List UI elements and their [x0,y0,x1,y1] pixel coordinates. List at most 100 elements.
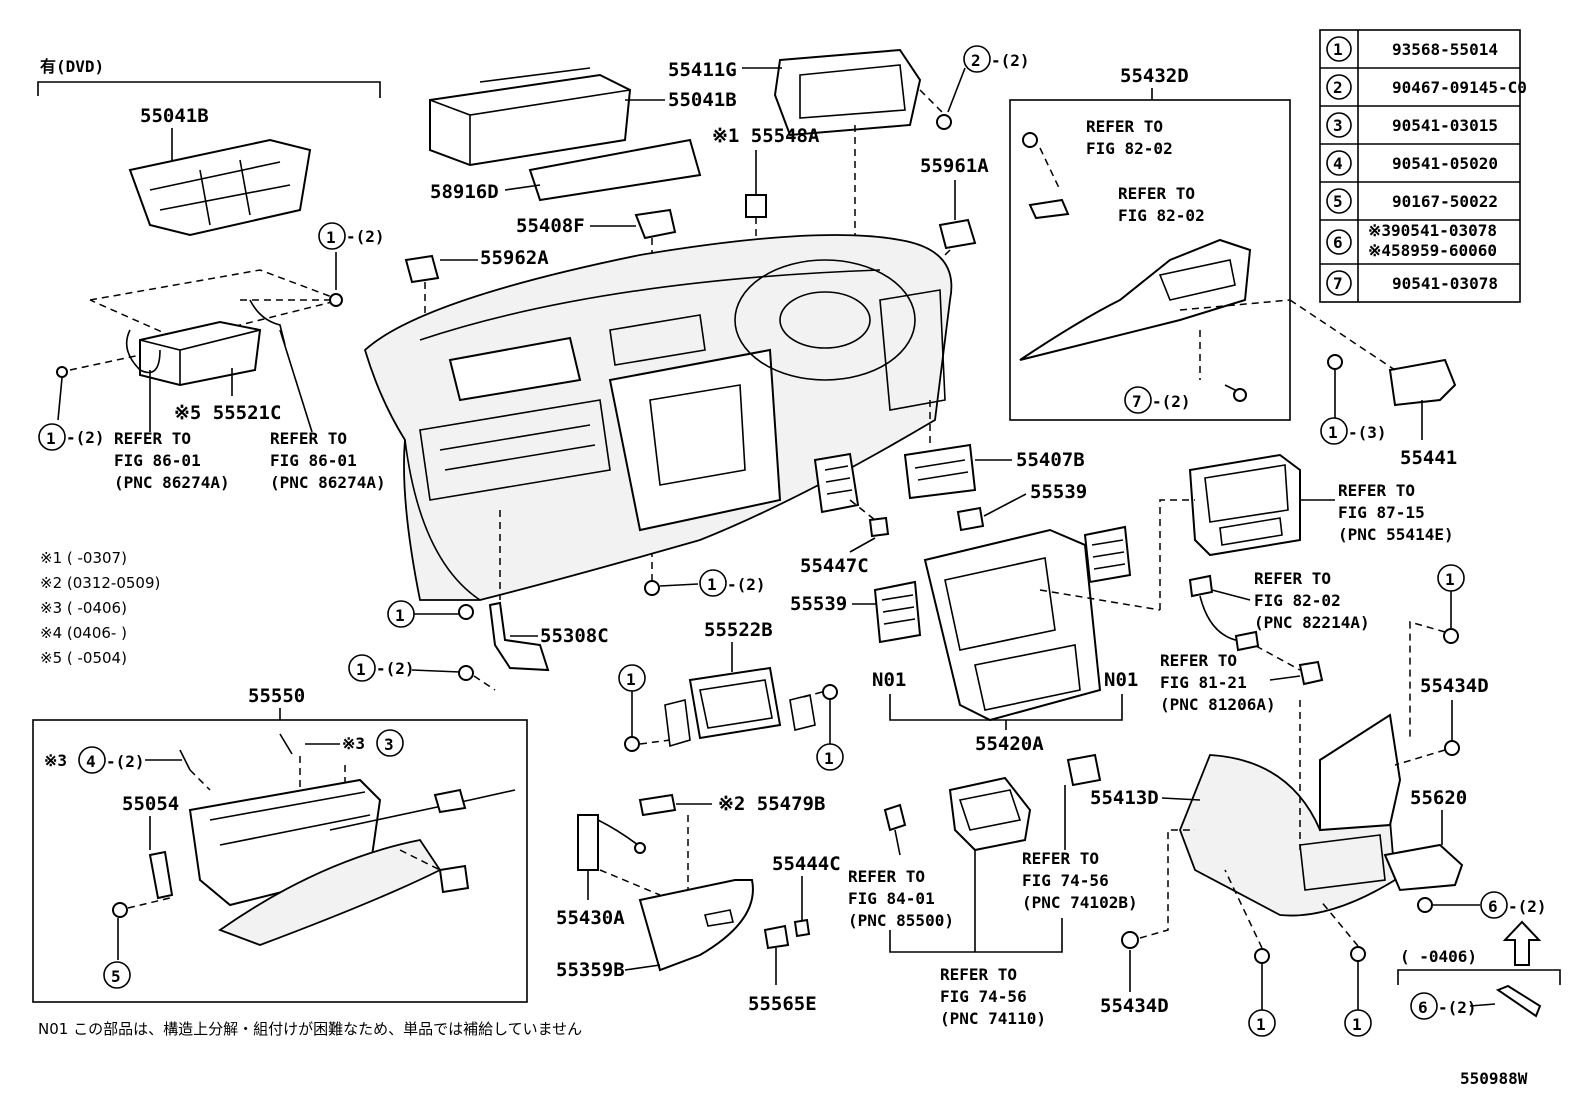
svg-text:(PNC 86274A): (PNC 86274A) [114,473,230,492]
part-55961A [938,218,977,250]
svg-text:REFER TO: REFER TO [114,429,191,448]
label-55961A: 55961A [920,155,989,177]
label-55479B: ※2 55479B [718,793,825,815]
svg-text:(PNC 85500): (PNC 85500) [848,911,954,930]
part-55408F [634,208,677,240]
footnote: N01 この部品は、構造上分解・組付けが困難なため、単品では補給していません [38,1020,582,1038]
callout-3: ※3 3 [342,729,404,757]
svg-text:5: 5 [111,967,121,986]
callout-1-55308C-b: 1 -(2) [348,654,415,682]
diagram-id: 550988W [1460,1069,1528,1088]
label-55444C: 55444C [772,853,841,875]
part-55420A [923,528,1102,722]
label-55407B: 55407B [1016,449,1085,471]
svg-text:1: 1 [1328,423,1338,442]
callout-6-b: 6 -(2) [1410,992,1477,1020]
part-55565E [763,924,790,950]
box-55550 [32,719,528,1003]
callout-1-dvd-a: 1 -(2) [318,222,385,250]
callout-1-bottom-b: 1 [1344,1009,1372,1037]
legend-part-number: ※390541-03078 [1368,221,1497,240]
part-74102B [1066,753,1102,787]
legend-num-1 [1326,36,1352,62]
part-glove-door [218,838,442,946]
legend-num-6 [1326,229,1352,255]
legend-num-5 [1326,188,1352,214]
legend-part-number: 90467-09145-C0 [1392,78,1527,97]
svg-text:REFER TO: REFER TO [1118,184,1195,203]
legend-part-number: ※458959-60060 [1368,241,1497,260]
svg-text:FIG 86-01: FIG 86-01 [270,451,357,470]
label-55441: 55441 [1400,447,1457,469]
callout-1-55522B-b: 1 [816,743,844,771]
dashboard-panel [363,234,953,601]
svg-text:4: 4 [86,752,96,771]
part-55432D [1019,238,1252,361]
part-55620 [1383,843,1464,892]
svg-text:FIG 74-56: FIG 74-56 [940,987,1027,1006]
label-55408F: 55408F [516,215,585,237]
svg-text:1: 1 [707,575,717,594]
svg-text:※3: ※3 [44,751,67,770]
label-58916D: 58916D [430,181,499,203]
part-55407B [903,443,977,500]
label-55413D: 55413D [1090,787,1159,809]
svg-text:6: 6 [1418,998,1428,1017]
label-55308C: 55308C [540,625,609,647]
label-55041B-left: 55041B [140,105,209,127]
label-55521C: ※5 55521C [174,402,281,424]
label-55041B-top: 55041B [668,89,737,111]
svg-text:FIG 81-21: FIG 81-21 [1160,673,1247,692]
svg-text:(PNC 74102B): (PNC 74102B) [1022,893,1138,912]
part-58916D [528,138,702,202]
label-55539-b: 55539 [790,593,847,615]
callout-5: 5 [103,961,131,989]
svg-text:1: 1 [395,606,405,625]
part-58959-60060 [1495,984,1542,1018]
svg-text:1: 1 [1445,570,1455,589]
svg-text:(PNC 86274A): (PNC 86274A) [270,473,386,492]
callout-1-55308C: 1 [387,600,415,628]
svg-text:REFER TO: REFER TO [1160,651,1237,670]
arrow-up-icon [1502,920,1542,966]
part-55479B [638,793,677,817]
part-55359B [638,879,754,972]
svg-text:REFER TO: REFER TO [848,867,925,886]
label-55550: 55550 [248,685,305,707]
label-55434D-a: 55434D [1420,675,1489,697]
date-notes: ※1 ( -0307) ※2 (0312-0509) ※3 ( -0406) ※… [40,549,160,667]
legend-part-number: 90541-03015 [1392,116,1498,135]
svg-text:FIG 82-02: FIG 82-02 [1086,139,1173,158]
svg-text:1: 1 [1352,1015,1362,1034]
part-55441 [1388,358,1457,407]
callout-1-55441: 1 -(3) [1320,417,1387,445]
svg-text:1: 1 [824,749,834,768]
svg-text:1: 1 [46,429,56,448]
svg-text:FIG 87-15: FIG 87-15 [1338,503,1425,522]
svg-text:1: 1 [626,670,636,689]
svg-text:6: 6 [1488,897,1498,916]
label-55430A: 55430A [556,907,625,929]
callout-1-dvd-b: 1 -(2) [38,423,105,451]
svg-text:-(3): -(3) [1348,423,1387,442]
svg-text:3: 3 [384,735,394,754]
legend-num-label: 1 [1333,40,1343,59]
label-55548A: ※1 55548A [712,125,820,147]
label-55420A: 55420A [975,733,1044,755]
label-55434D-b: 55434D [1100,995,1169,1017]
label-n01-b: N01 [1104,669,1138,691]
callout-4: ※3 4 -(2) [44,746,145,774]
svg-text:1: 1 [1256,1015,1266,1034]
svg-text:7: 7 [1132,392,1142,411]
legend-num-7 [1326,270,1352,296]
svg-text:-(2): -(2) [1152,392,1191,411]
svg-text:FIG 82-02: FIG 82-02 [1118,206,1205,225]
part-55308C [488,601,550,672]
svg-text:※2 (0312-0509): ※2 (0312-0509) [40,574,160,592]
svg-text:REFER TO: REFER TO [270,429,347,448]
svg-text:FIG 84-01: FIG 84-01 [848,889,935,908]
svg-text:-(2): -(2) [346,227,385,246]
svg-text:-(2): -(2) [106,752,145,771]
